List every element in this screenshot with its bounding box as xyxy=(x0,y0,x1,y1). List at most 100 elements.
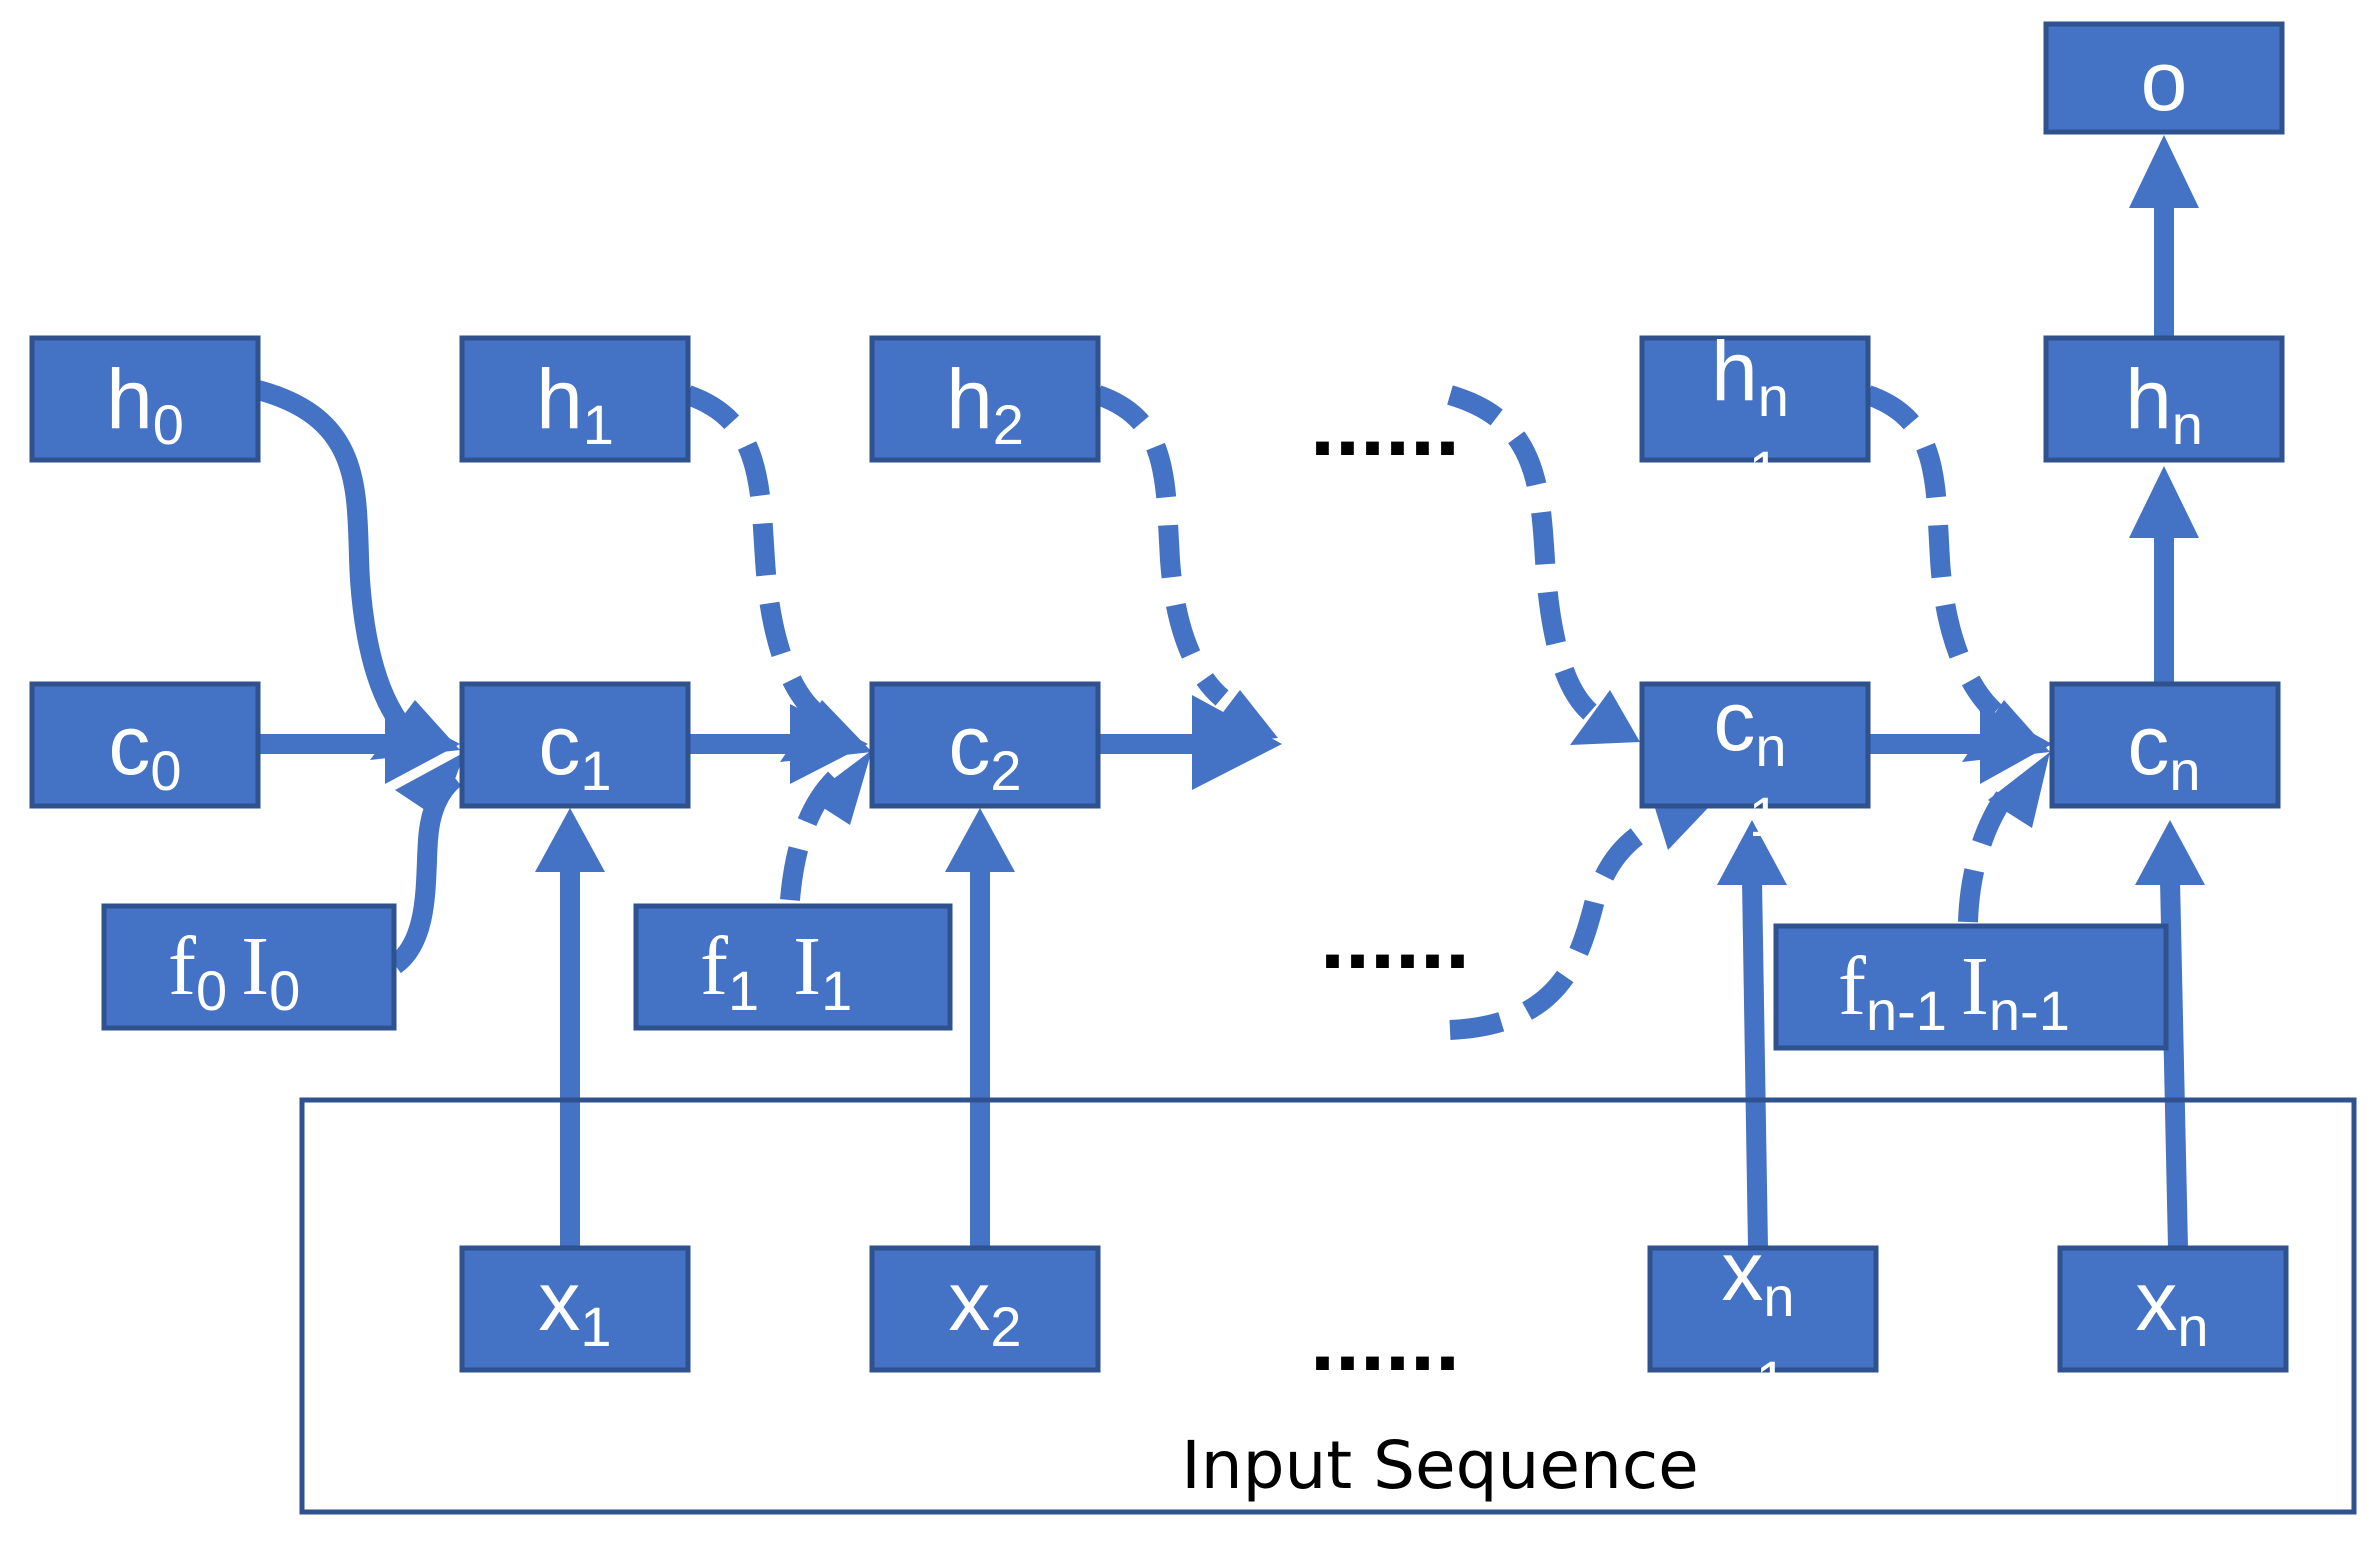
node-f1-f: f xyxy=(700,920,728,1013)
node-hn1-sub: n xyxy=(1758,365,1789,428)
node-c0-sub: 0 xyxy=(150,739,181,802)
node-o-label: o xyxy=(2141,34,2188,128)
node-xn: xn xyxy=(2057,1245,2289,1373)
svg-text:x1: x1 xyxy=(538,1254,611,1358)
edge-h2-to-next xyxy=(1094,385,1229,706)
ellipsis-bottom: ...... xyxy=(1310,1290,1460,1390)
svg-text:o: o xyxy=(2141,34,2188,128)
svg-text:h1: h1 xyxy=(536,352,614,456)
node-cn1-main: c xyxy=(1713,674,1755,768)
node-x1: x1 xyxy=(459,1245,691,1373)
node-xn1-main: x xyxy=(1721,1224,1763,1318)
node-h0-main: h xyxy=(106,352,153,446)
arrowhead-c1-c2 xyxy=(790,704,868,784)
node-c1: c1 xyxy=(459,681,691,809)
svg-text:h2: h2 xyxy=(946,352,1024,456)
svg-text:x2: x2 xyxy=(948,1254,1021,1358)
svg-text:hn: hn xyxy=(1711,324,1789,428)
node-f1-isub: 1 xyxy=(821,959,852,1022)
arrowhead-c0-c1 xyxy=(385,704,460,784)
node-c1-main: c xyxy=(538,698,580,792)
arrowhead-x2-c2 xyxy=(945,808,1015,872)
node-hn-sub: n xyxy=(2172,393,2203,456)
connectors xyxy=(255,135,2205,1249)
ellipsis-top: ...... xyxy=(1310,375,1460,475)
arrowhead-fn1-cn xyxy=(1988,752,2050,828)
arrowhead-f1-c2 xyxy=(808,750,872,825)
node-f0-isub: 0 xyxy=(269,959,300,1022)
node-cn-sub: n xyxy=(2169,739,2200,802)
node-f0-fsub: 0 xyxy=(196,959,227,1022)
node-hn-main: h xyxy=(2125,352,2172,446)
node-f1-fsub: 1 xyxy=(728,959,759,1022)
edge-xn-to-cn xyxy=(2160,879,2188,1249)
edge-h0-to-c1 xyxy=(255,380,413,737)
arrowhead-xn-cn xyxy=(2135,820,2205,885)
node-fn1-f: f xyxy=(1838,940,1866,1033)
node-h0-sub: 0 xyxy=(153,393,184,456)
node-x2-main: x xyxy=(948,1254,990,1348)
arrowhead-hn xyxy=(2129,466,2199,538)
node-xn-minus-1: xn -1 xyxy=(1647,1224,1879,1412)
node-h2-sub: 2 xyxy=(993,393,1024,456)
node-xn1-sub: n xyxy=(1763,1265,1794,1328)
node-h2: h2 xyxy=(869,335,1101,463)
node-fn1-isub: n-1 xyxy=(1989,979,2070,1042)
input-sequence-label: Input Sequence xyxy=(1181,1427,1698,1504)
node-hn: hn xyxy=(2043,335,2285,463)
svg-text:fn-1In-1: fn-1In-1 xyxy=(1838,940,2070,1042)
arrowhead-prev-cn1 xyxy=(1570,690,1640,745)
svg-text:hn: hn xyxy=(2125,352,2203,456)
arrowhead-x1-c1 xyxy=(535,808,605,872)
arrowhead-cn1-cn xyxy=(1980,704,2052,784)
node-h0: h0 xyxy=(29,335,261,463)
node-f0-f: f xyxy=(168,920,196,1013)
node-c2: c2 xyxy=(869,681,1101,809)
edge-xn1-to-cn1 xyxy=(1742,879,1768,1249)
node-c2-main: c xyxy=(948,698,990,792)
ellipsis-middle: ...... xyxy=(1320,888,1470,988)
arrowhead-xn1-cn1 xyxy=(1717,820,1787,885)
svg-text:c0: c0 xyxy=(108,698,181,802)
arrowhead-o xyxy=(2129,135,2199,208)
node-xn1-sub2: -1 xyxy=(1737,1349,1787,1412)
node-cn: cn xyxy=(2049,681,2281,809)
edge-h1-to-c2 xyxy=(684,385,822,720)
node-x1-main: x xyxy=(538,1254,580,1348)
arrowhead-f0-c1 xyxy=(395,752,465,820)
node-c0-main: c xyxy=(108,698,150,792)
node-h1-main: h xyxy=(536,352,583,446)
edge-prev2-to-cn1 xyxy=(1449,808,1674,1040)
svg-text:xn: xn xyxy=(1721,1224,1794,1328)
node-x2-sub: 2 xyxy=(990,1295,1021,1358)
node-hn-minus-1: hn -1 xyxy=(1639,324,1871,502)
node-cn-main: c xyxy=(2127,698,2169,792)
node-h2-main: h xyxy=(946,352,993,446)
node-xn-sub: n xyxy=(2177,1295,2208,1358)
node-cn1-sub: n xyxy=(1755,715,1786,778)
node-f0-i: I xyxy=(241,920,269,1013)
node-f1-i: I xyxy=(793,920,821,1013)
node-o: o xyxy=(2043,21,2285,135)
edge-prev-to-cn1 xyxy=(1447,385,1597,720)
node-cn-minus-1: cn -1 xyxy=(1639,674,1871,848)
node-c2-sub: 2 xyxy=(990,739,1021,802)
node-fn1-fsub: n-1 xyxy=(1866,979,1947,1042)
arrowhead-c2-next xyxy=(1192,695,1282,790)
node-c0: c0 xyxy=(29,681,261,809)
node-h1: h1 xyxy=(459,335,691,463)
edge-hn1-to-cn xyxy=(1864,385,2002,720)
svg-text:cn: cn xyxy=(2127,698,2200,802)
edge-fn1-to-cn xyxy=(1958,773,2026,923)
node-c1-sub: 1 xyxy=(580,739,611,802)
svg-text:c1: c1 xyxy=(538,698,611,802)
input-sequence-frame xyxy=(299,1097,2357,1515)
svg-text:xn: xn xyxy=(2135,1254,2208,1358)
node-cn1-sub2: -1 xyxy=(1730,785,1780,848)
